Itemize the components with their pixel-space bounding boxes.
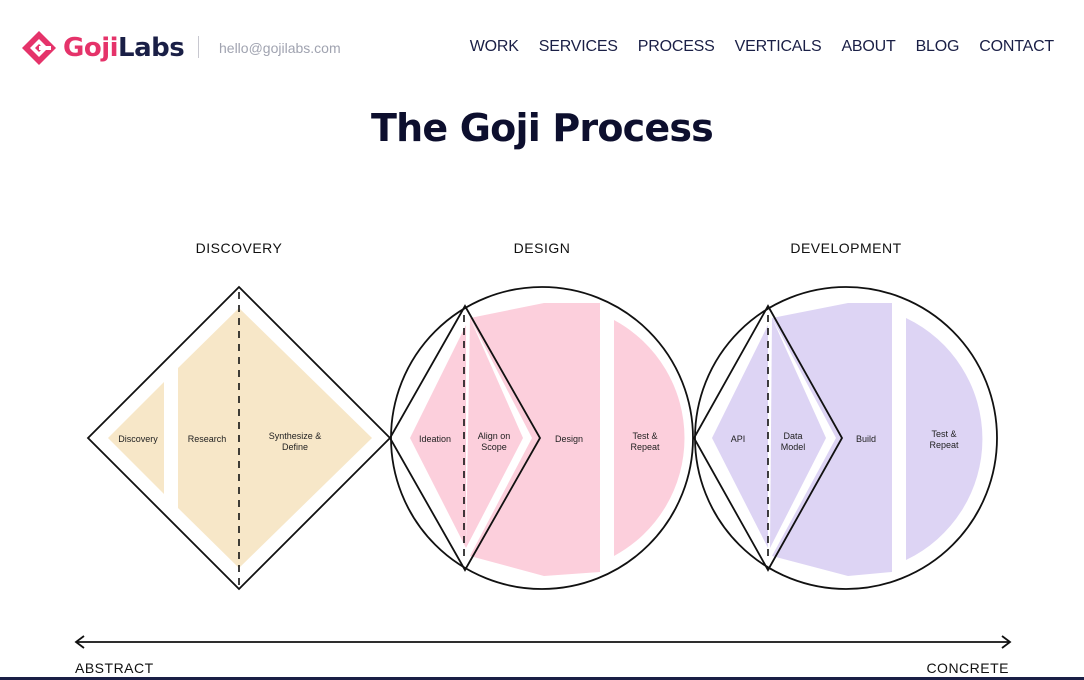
research-synthesize-fill bbox=[178, 308, 372, 568]
phase-label-design: DESIGN bbox=[513, 240, 571, 256]
step-test-1: Test & bbox=[632, 431, 657, 441]
main-nav: WORK SERVICES PROCESS VERTICALS ABOUT BL… bbox=[470, 38, 1054, 56]
nav-process[interactable]: PROCESS bbox=[637, 38, 715, 55]
step-research: Research bbox=[188, 434, 227, 444]
nav-blog[interactable]: BLOG bbox=[915, 38, 960, 55]
phase-label-development: DEVELOPMENT bbox=[790, 240, 902, 256]
test-repeat-fill-2 bbox=[906, 318, 983, 560]
logo-goji-text: Goji bbox=[63, 33, 119, 63]
design-diamond bbox=[388, 304, 542, 572]
step-synthesize: Synthesize & bbox=[269, 431, 322, 441]
arrow-left-icon bbox=[74, 635, 85, 649]
axis-label-abstract: ABSTRACT bbox=[75, 660, 154, 676]
api-fill bbox=[712, 325, 768, 548]
header-divider bbox=[198, 36, 199, 58]
development-diamond bbox=[692, 304, 844, 572]
goji-logo-icon bbox=[22, 31, 56, 65]
step-design: Design bbox=[555, 434, 583, 444]
nav-contact[interactable]: CONTACT bbox=[979, 38, 1054, 55]
step-repeat-2: Repeat bbox=[929, 440, 959, 450]
phase-label-discovery: DISCOVERY bbox=[195, 240, 283, 256]
step-data: Data bbox=[783, 431, 802, 441]
step-model: Model bbox=[781, 442, 806, 452]
page-title: The Goji Process bbox=[371, 106, 714, 150]
nav-about[interactable]: ABOUT bbox=[841, 38, 896, 55]
step-align: Align on bbox=[478, 431, 511, 441]
step-api: API bbox=[731, 434, 746, 444]
arrow-right-icon bbox=[1001, 635, 1012, 649]
site-header: GojiLabs hello@gojilabs.com WORK SERVICE… bbox=[0, 0, 1084, 96]
logo-labs-text: Labs bbox=[118, 33, 185, 63]
step-define: Define bbox=[282, 442, 308, 452]
step-ideation: Ideation bbox=[419, 434, 451, 444]
test-repeat-fill-1 bbox=[614, 320, 685, 556]
nav-services[interactable]: SERVICES bbox=[538, 38, 618, 55]
discovery-fill bbox=[108, 382, 164, 494]
data-model-fill bbox=[770, 318, 826, 548]
logo[interactable]: GojiLabs bbox=[20, 28, 185, 68]
step-discovery: Discovery bbox=[118, 434, 158, 444]
nav-verticals[interactable]: VERTICALS bbox=[734, 38, 822, 55]
step-build: Build bbox=[856, 434, 876, 444]
discovery-diamond bbox=[86, 285, 392, 591]
nav-work[interactable]: WORK bbox=[469, 38, 519, 55]
email-link[interactable]: hello@gojilabs.com bbox=[219, 40, 341, 56]
axis-label-concrete: CONCRETE bbox=[926, 660, 1009, 676]
step-scope: Scope bbox=[481, 442, 507, 452]
page-bottom-bar bbox=[0, 677, 1084, 680]
step-test-2: Test & bbox=[931, 429, 956, 439]
ideation-fill bbox=[410, 325, 466, 548]
step-repeat-1: Repeat bbox=[630, 442, 660, 452]
align-fill bbox=[466, 318, 523, 548]
